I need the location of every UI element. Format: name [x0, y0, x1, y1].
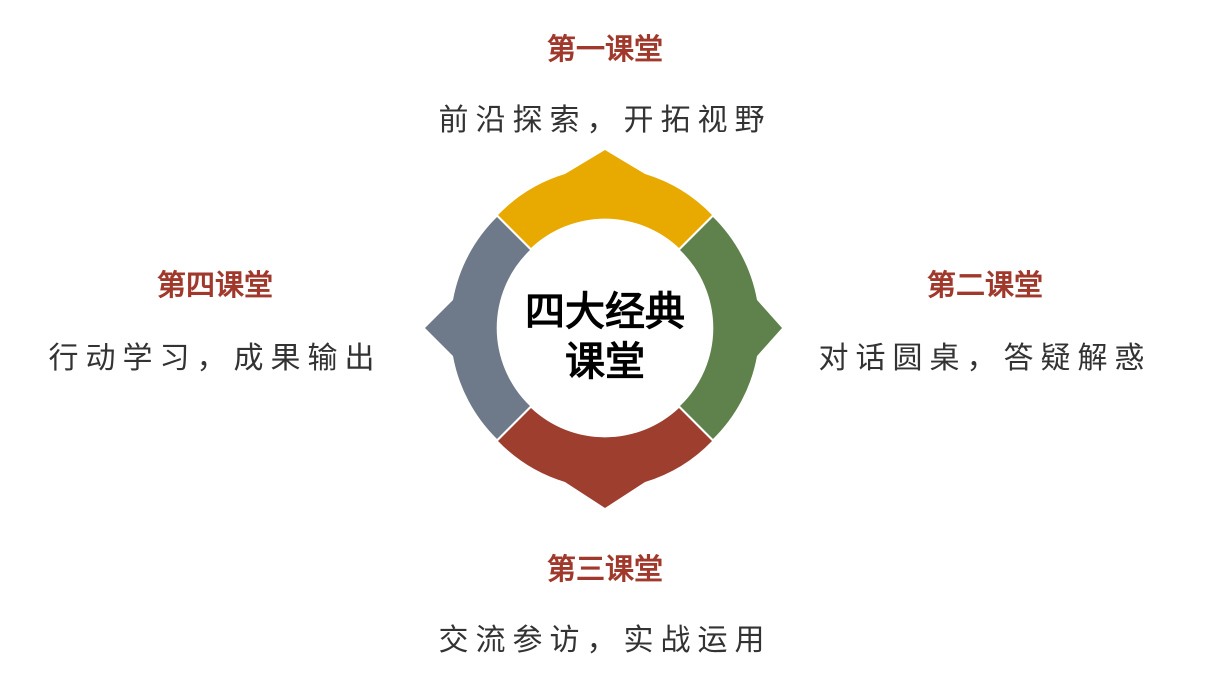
segment-bottom [498, 408, 712, 508]
segment-2-description: 对话圆桌，答疑解惑 [818, 341, 1152, 376]
segment-1-title: 第一课堂 [546, 32, 663, 66]
center-circle [501, 224, 709, 432]
segment-2-title: 第二课堂 [926, 268, 1043, 302]
segment-3-description: 交流参访，实战运用 [438, 623, 772, 658]
segment-3-title: 第三课堂 [546, 552, 663, 586]
segment-top [498, 150, 712, 248]
segment-1-description: 前沿探索，开拓视野 [438, 103, 772, 138]
center-label: 四大经典 课堂 [505, 287, 705, 387]
segment-right [680, 217, 782, 439]
center-label-line2: 课堂 [565, 339, 645, 385]
center-label-line1: 四大经典 [525, 289, 685, 335]
segment-4-title: 第四课堂 [156, 268, 273, 302]
segment-left [425, 217, 530, 439]
segment-4-description: 行动学习，成果输出 [48, 341, 382, 376]
